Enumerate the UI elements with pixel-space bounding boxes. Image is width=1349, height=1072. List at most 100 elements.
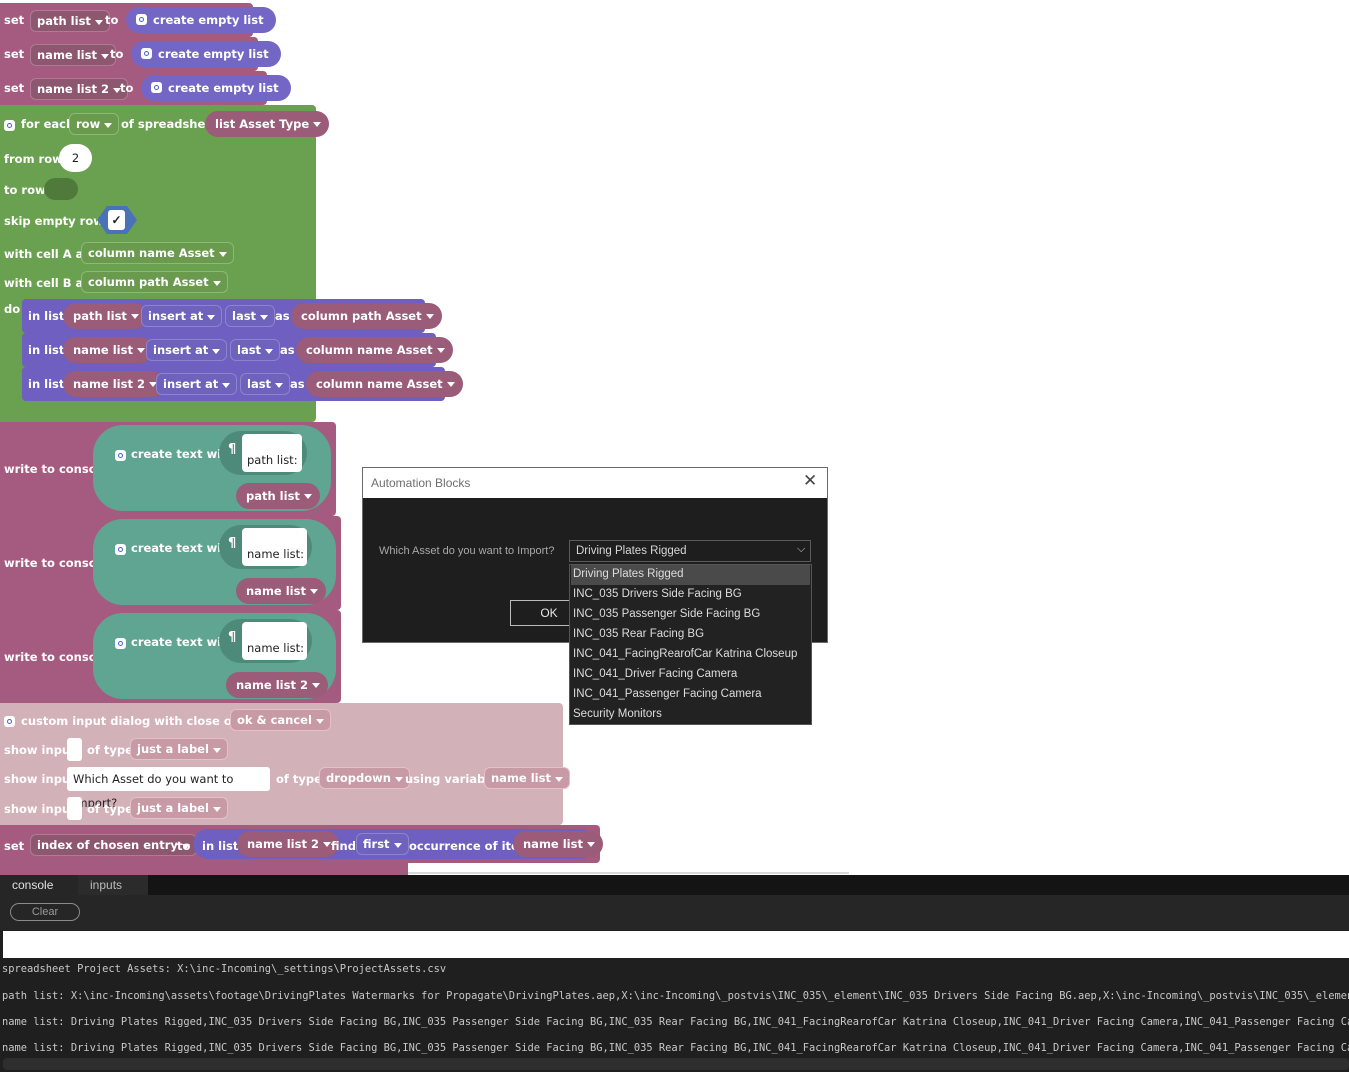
row-variable-dropdown[interactable]: row	[69, 113, 120, 135]
console-input[interactable]	[3, 931, 1349, 958]
horizontal-scrollbar[interactable]	[3, 1058, 1349, 1070]
custom-input-dialog-block[interactable]: custom input dialog with close options o…	[0, 703, 570, 825]
name-list-2-variable[interactable]: name list 2	[226, 672, 328, 698]
text-literal-block[interactable]: ¶ path list:	[219, 431, 307, 475]
set-block-path-list[interactable]: set path list to create empty list	[0, 3, 276, 37]
gear-icon[interactable]	[151, 82, 162, 93]
list-variable-name-list-2[interactable]: name list 2	[237, 831, 339, 857]
input-type-dropdown-2[interactable]: dropdown	[319, 767, 410, 789]
set-block-name-list-2[interactable]: set name list 2 to create empty list	[0, 71, 291, 105]
text-literal-block[interactable]: ¶ name list:	[219, 525, 312, 569]
asset-dropdown-list[interactable]: Driving Plates Rigged INC_035 Drivers Si…	[569, 564, 812, 725]
create-empty-list-block[interactable]: create empty list	[141, 75, 291, 101]
dropdown-option[interactable]: INC_035 Drivers Side Facing BG	[573, 588, 742, 600]
spreadsheet-variable[interactable]: list Asset Type	[205, 111, 330, 137]
write-to-console-block-3[interactable]: write to console create text with ¶ name…	[0, 610, 341, 703]
gear-icon[interactable]	[141, 48, 152, 59]
to-label: to	[105, 13, 119, 27]
set-label: set	[4, 47, 25, 61]
create-text-block[interactable]: create text with ¶ name list: name list	[93, 519, 336, 605]
dropdown-option[interactable]: INC_035 Passenger Side Facing BG	[573, 608, 761, 620]
checkbox-check-icon[interactable]: ✓	[108, 210, 125, 230]
position-dropdown[interactable]: last	[230, 339, 281, 361]
insert-mode-dropdown[interactable]: insert at	[146, 339, 228, 361]
text-literal-field[interactable]: path list:	[242, 434, 302, 472]
from-row-input[interactable]: 2	[59, 144, 92, 172]
dropdown-option[interactable]: Security Monitors	[573, 708, 662, 720]
tab-inputs[interactable]: inputs	[78, 875, 148, 895]
list-variable-name-list[interactable]: name list	[63, 337, 153, 363]
name-list-variable[interactable]: name list	[236, 578, 326, 604]
dropdown-option[interactable]: INC_035 Rear Facing BG	[573, 628, 705, 640]
dropdown-option[interactable]: Driving Plates Rigged	[573, 568, 684, 580]
variable-dropdown-name-list[interactable]: name list	[30, 44, 116, 66]
in-list-insert-block-name-list-2[interactable]: in list name list 2 insert at last as co…	[22, 367, 463, 401]
gear-icon[interactable]	[115, 450, 126, 461]
column-variable[interactable]: column path Asset	[291, 303, 442, 329]
of-type-label: of type	[276, 772, 322, 786]
dialog-title: Automation Blocks	[371, 476, 471, 490]
using-variable-dropdown[interactable]: name list	[484, 767, 570, 789]
gear-icon[interactable]	[115, 544, 126, 555]
create-empty-list-block[interactable]: create empty list	[131, 41, 281, 67]
show-input-label: show input	[4, 743, 76, 757]
position-dropdown[interactable]: last	[225, 305, 276, 327]
write-to-console-block-2[interactable]: write to console create text with ¶ name…	[0, 516, 341, 610]
text-literal-block[interactable]: ¶ name list:	[219, 619, 312, 663]
set-block-name-list[interactable]: set name list to create empty list	[0, 37, 281, 71]
item-variable-name-list[interactable]: name list	[513, 831, 603, 857]
column-variable[interactable]: column name Asset	[306, 371, 463, 397]
list-variable-name-list-2[interactable]: name list 2	[63, 371, 165, 397]
path-list-variable[interactable]: path list	[236, 483, 320, 509]
console-panel: console inputs Clear spreadsheet Project…	[0, 875, 1349, 1072]
asset-select[interactable]: Driving Plates Rigged ⌵	[569, 540, 811, 562]
position-dropdown[interactable]: last	[240, 373, 291, 395]
insert-mode-dropdown[interactable]: insert at	[141, 305, 223, 327]
dropdown-option[interactable]: INC_041_Driver Facing Camera	[573, 668, 738, 680]
to-label: to	[120, 81, 134, 95]
close-options-dropdown[interactable]: ok & cancel	[230, 709, 331, 731]
gear-icon[interactable]	[4, 716, 15, 727]
cell-a-dropdown[interactable]: column name Asset	[81, 242, 234, 264]
tab-console[interactable]: console	[0, 875, 78, 895]
variable-dropdown-path-list[interactable]: path list	[30, 10, 110, 32]
dropdown-option[interactable]: INC_041_Passenger Facing Camera	[573, 688, 762, 700]
question-text-field[interactable]: Which Asset do you want to Import?	[67, 767, 270, 810]
create-empty-list-block[interactable]: create empty list	[126, 7, 276, 33]
cell-b-dropdown[interactable]: column path Asset	[81, 271, 228, 293]
to-row-empty-slot[interactable]	[44, 178, 78, 200]
show-input-field-3[interactable]	[67, 797, 82, 820]
variable-dropdown-name-list-2[interactable]: name list 2	[30, 78, 128, 100]
create-text-block[interactable]: create text with ¶ name list: name list …	[93, 613, 336, 699]
create-text-label: create text with	[131, 541, 235, 555]
to-row-label: to row	[4, 183, 46, 197]
input-type-dropdown-3[interactable]: just a label	[130, 797, 228, 819]
set-index-block[interactable]: set index of chosen entry to in list nam…	[0, 825, 603, 863]
input-type-dropdown-1[interactable]: just a label	[130, 738, 228, 760]
skip-empty-toggle[interactable]: ✓	[97, 206, 137, 234]
in-list-insert-block-path-list[interactable]: in list path list insert at last as colu…	[22, 299, 442, 333]
in-list-label: in list	[202, 839, 239, 853]
create-text-block[interactable]: create text with ¶ path list: path list	[93, 425, 331, 511]
gear-icon[interactable]	[4, 120, 15, 131]
list-variable-path-list[interactable]: path list	[63, 303, 147, 329]
as-label: as	[280, 343, 295, 357]
column-variable[interactable]: column name Asset	[296, 337, 453, 363]
gear-icon[interactable]	[115, 638, 126, 649]
close-icon[interactable]: ✕	[803, 471, 818, 490]
text-literal-field[interactable]: name list:	[242, 622, 307, 660]
index-variable-dropdown[interactable]: index of chosen entry	[30, 834, 197, 856]
find-in-list-block[interactable]: in list name list 2 find first occurrenc…	[193, 829, 603, 859]
in-list-insert-block-name-list[interactable]: in list name list insert at last as colu…	[22, 333, 453, 367]
in-list-label: in list	[28, 343, 65, 357]
create-text-label: create text with	[131, 635, 235, 649]
set-label: set	[4, 13, 25, 27]
show-input-field-1[interactable]	[67, 738, 82, 761]
dropdown-option[interactable]: INC_041_FacingRearofCar Katrina Closeup	[573, 648, 798, 660]
write-to-console-block-1[interactable]: write to console create text with ¶ path…	[0, 422, 336, 516]
text-literal-field[interactable]: name list:	[242, 528, 307, 566]
gear-icon[interactable]	[136, 14, 147, 25]
insert-mode-dropdown[interactable]: insert at	[156, 373, 238, 395]
clear-button[interactable]: Clear	[10, 903, 80, 921]
find-mode-dropdown[interactable]: first	[356, 833, 409, 855]
